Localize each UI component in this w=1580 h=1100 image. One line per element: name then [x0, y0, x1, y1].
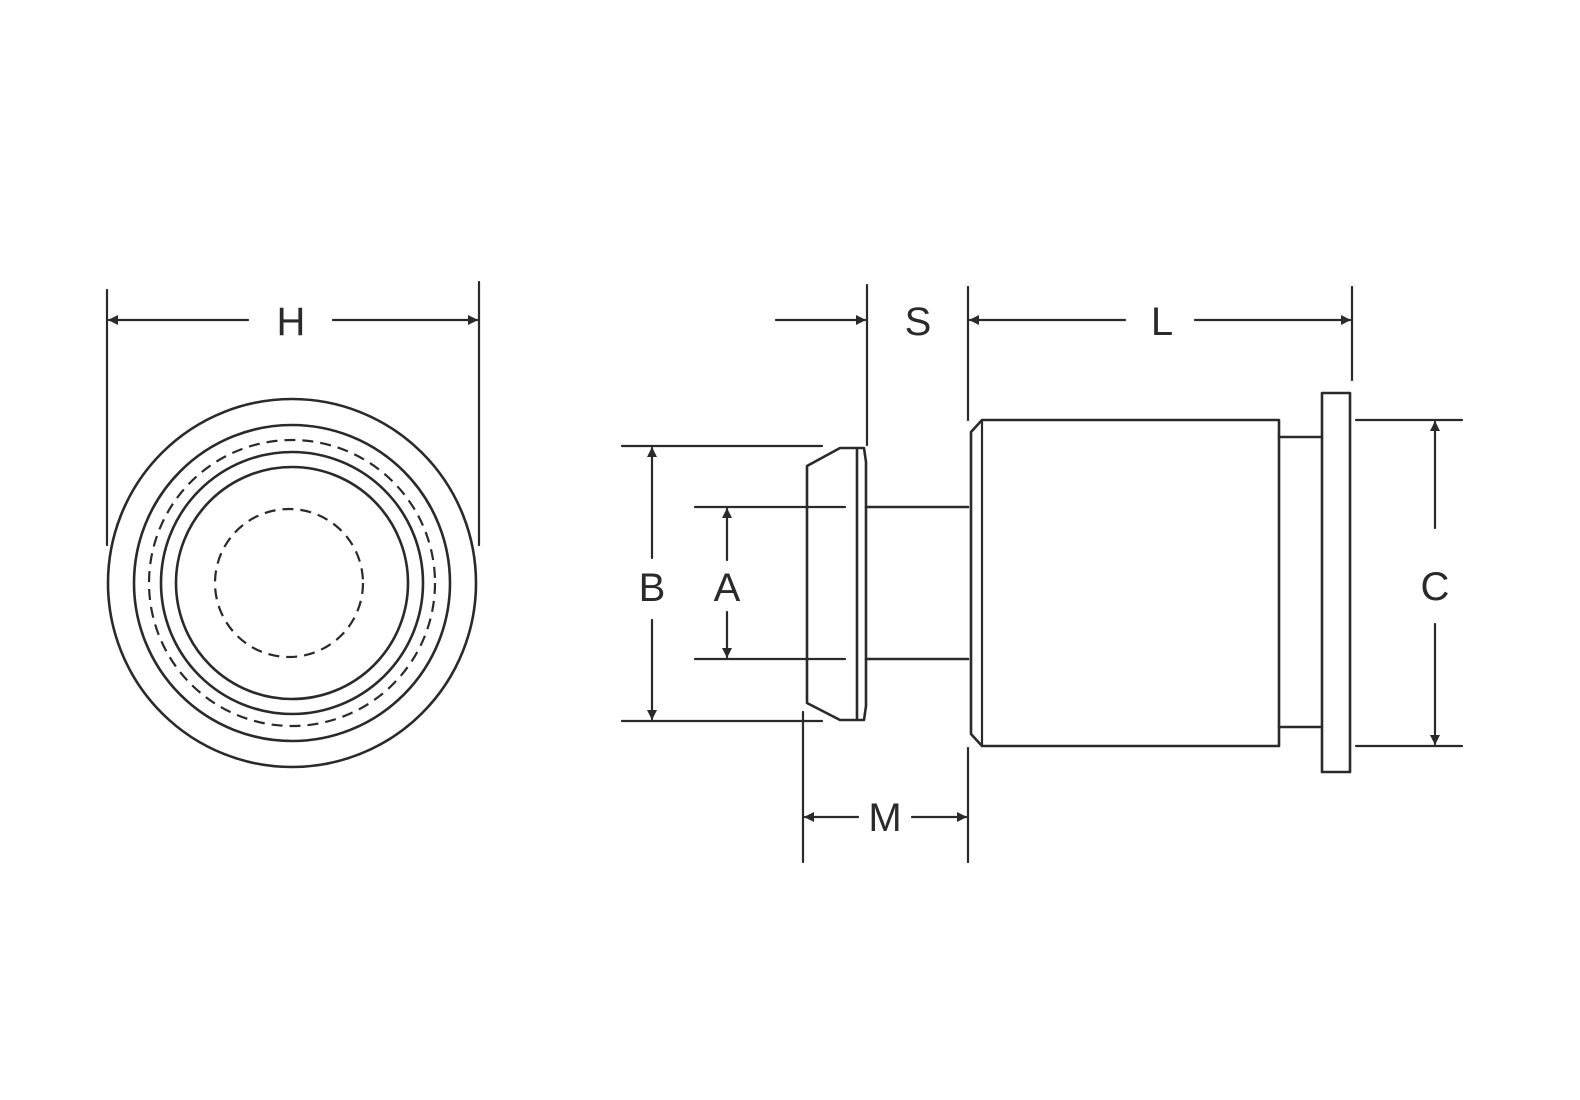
flange [1320, 391, 1352, 774]
end-view: H [105, 280, 481, 769]
end-view-ring-circle [132, 423, 452, 743]
a-label: A [714, 566, 741, 610]
c-label: C [1421, 565, 1450, 609]
end-view-hidden-bore [213, 507, 365, 659]
end-view-hidden-circle [147, 438, 437, 728]
side-view: S L B A C M [620, 283, 1464, 864]
head-outline [805, 446, 868, 722]
l-label: L [1151, 300, 1173, 344]
h-label: H [277, 300, 306, 344]
m-label: M [868, 796, 901, 840]
s-label: S [905, 300, 932, 344]
body-outline [969, 418, 1281, 748]
end-view-outer-circle [106, 397, 478, 769]
end-view-inner-ring [159, 450, 425, 716]
end-view-shank-circle [174, 465, 410, 701]
b-label: B [639, 566, 666, 610]
